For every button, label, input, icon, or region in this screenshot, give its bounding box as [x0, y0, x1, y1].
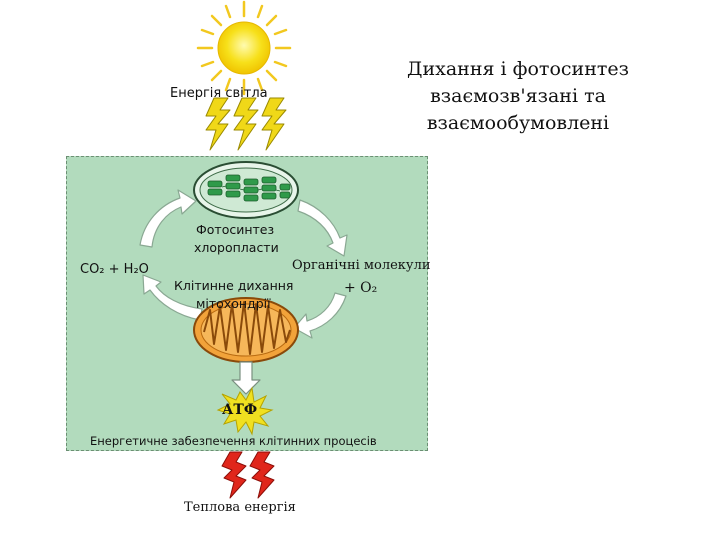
- title-line-1: Дихання і фотосинтез: [407, 58, 629, 80]
- heat-energy-label: Теплова енергія: [184, 500, 296, 515]
- title-line-2: взаємозв'язані та: [430, 85, 606, 107]
- title-line-3: взаємообумовлені: [426, 112, 610, 134]
- arrow-to-atp: [231, 361, 261, 395]
- atp-label: АТФ: [222, 402, 258, 418]
- arrow-to-photosynthesis: [139, 189, 197, 248]
- arrow-to-mitochondria: [293, 292, 347, 339]
- chloroplast-icon: [193, 161, 299, 219]
- mitochondria-label: мітохондрії: [196, 296, 271, 311]
- inputs-label: CO₂ + H₂O: [80, 262, 149, 277]
- mitochondrion-icon: [193, 297, 299, 363]
- organic-molecules-label: Органічні молекули: [292, 258, 431, 273]
- oxygen-label: + O₂: [344, 280, 378, 296]
- arrow-to-organic: [297, 199, 348, 257]
- heat-lightning-icon: [221, 451, 275, 499]
- respiration-label: Клітинне дихання: [174, 278, 294, 293]
- sun-icon: [196, 0, 292, 96]
- arrow-to-inputs: [142, 274, 203, 321]
- energy-supply-label: Енергетичне забезпечення клітинних проце…: [90, 434, 377, 448]
- diagram-title: Дихання і фотосинтез взаємозв'язані та в…: [378, 56, 658, 137]
- atp-burst-icon: [216, 386, 274, 436]
- cycle-arrows: [139, 189, 348, 339]
- light-lightning-icon: [205, 97, 287, 151]
- light-energy-label: Енергія світла: [170, 86, 268, 101]
- chloroplasts-label: хлоропласти: [194, 240, 279, 255]
- photosynthesis-label: Фотосинтез: [196, 222, 275, 237]
